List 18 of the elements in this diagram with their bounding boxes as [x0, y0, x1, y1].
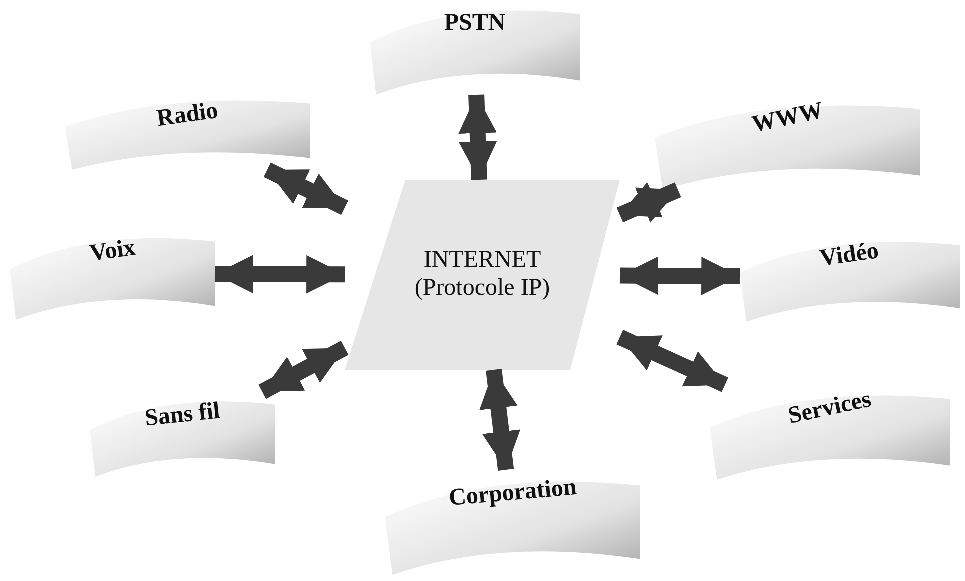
- double-arrow: [258, 341, 349, 400]
- node-label: WWW: [749, 98, 826, 140]
- network-title: INTERNET: [424, 247, 542, 275]
- node-label: PSTN: [444, 10, 506, 38]
- node-label: Vidéo: [818, 238, 882, 274]
- double-arrow: [620, 256, 740, 296]
- double-arrow: [264, 162, 348, 216]
- double-arrow: [214, 255, 346, 294]
- network-subtitle: (Protocole IP): [414, 275, 550, 303]
- node-label: Radio: [155, 98, 220, 134]
- double-arrow: [616, 182, 682, 223]
- node-label: Services: [786, 386, 874, 432]
- node-label: Sans fil: [144, 398, 222, 434]
- double-arrow: [616, 330, 728, 392]
- double-arrow: [480, 369, 521, 471]
- node-label: Voix: [88, 234, 138, 269]
- double-arrow: [458, 94, 498, 180]
- node-label: Corporation: [448, 474, 578, 514]
